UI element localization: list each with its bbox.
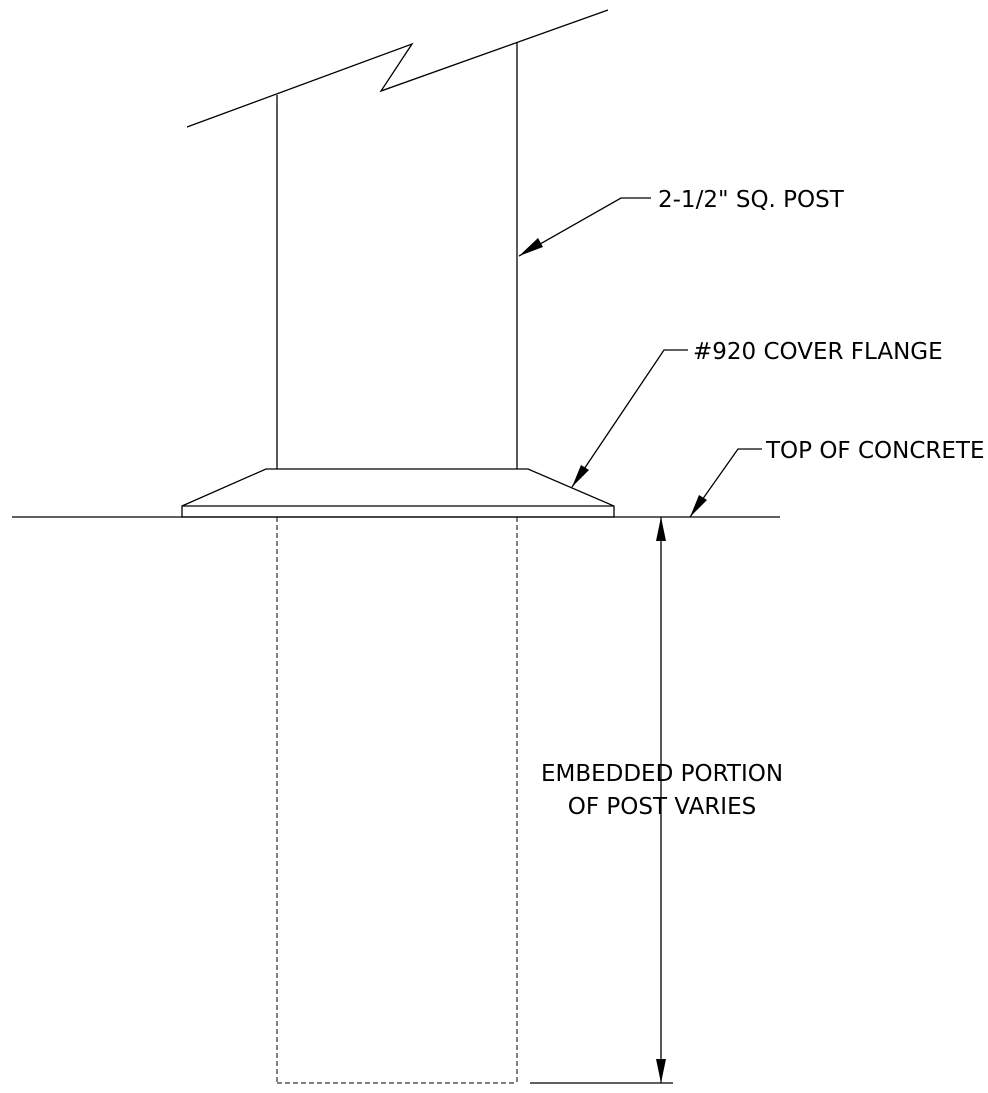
dimension-arrow-bottom: [656, 1059, 666, 1083]
post-leader-line: [518, 197, 651, 257]
flange-label: #920 COVER FLANGE: [693, 339, 943, 365]
concrete-leader-arrow: [690, 495, 707, 517]
embedded-label-line2: OF POST VARIES: [568, 794, 756, 820]
post-label: 2-1/2" SQ. POST: [658, 187, 845, 213]
dimension-arrow-top: [656, 517, 666, 541]
flange-leader-arrow: [572, 465, 589, 487]
post-leader-arrow: [519, 238, 543, 256]
break-line: [186, 9, 609, 128]
concrete-leader-line: [689, 448, 762, 518]
flange-leader-line: [571, 349, 688, 488]
cover-flange: [181, 468, 615, 518]
concrete-label: TOP OF CONCRETE: [765, 438, 985, 464]
embedded-label-line1: EMBEDDED PORTION: [541, 761, 783, 787]
